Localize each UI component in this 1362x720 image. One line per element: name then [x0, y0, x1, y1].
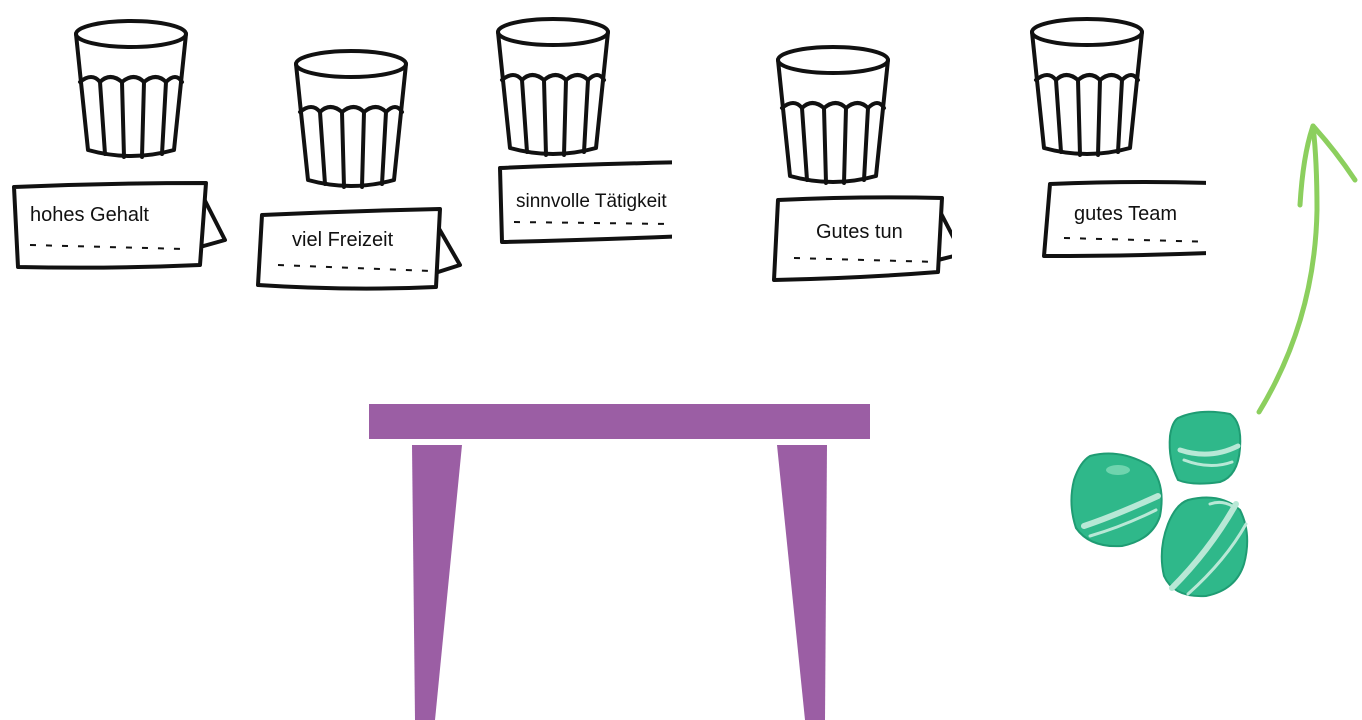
table-leg-right [777, 445, 827, 720]
stones-icon [1060, 400, 1260, 610]
station-sinnvolle-taetigkeit: sinnvolle Tätigkeit [432, 8, 672, 308]
table-top [369, 404, 870, 439]
stone [1071, 454, 1161, 547]
card-label: viel Freizeit [292, 229, 393, 252]
glass-icon [966, 8, 1206, 178]
card-label: Gutes tun [816, 221, 903, 244]
card-label: sinnvolle Tätigkeit [516, 191, 667, 213]
card-label: gutes Team [1074, 203, 1177, 226]
table-leg-left [412, 445, 462, 720]
card-label: hohes Gehalt [30, 204, 149, 227]
station-hohes-gehalt: hohes Gehalt [10, 10, 250, 310]
name-card [966, 176, 1206, 296]
glass-icon [712, 36, 952, 206]
name-card [10, 175, 250, 295]
curved-arrow-icon [1245, 110, 1362, 430]
table-illustration [360, 395, 880, 720]
name-card [432, 158, 672, 278]
glass-icon [10, 10, 250, 180]
station-gutes-tun: Gutes tun [712, 36, 952, 336]
station-gutes-team: gutes Team [966, 8, 1206, 308]
glass-icon [432, 8, 672, 178]
name-card [712, 194, 952, 314]
stone [1170, 412, 1241, 484]
stone [1162, 498, 1247, 597]
